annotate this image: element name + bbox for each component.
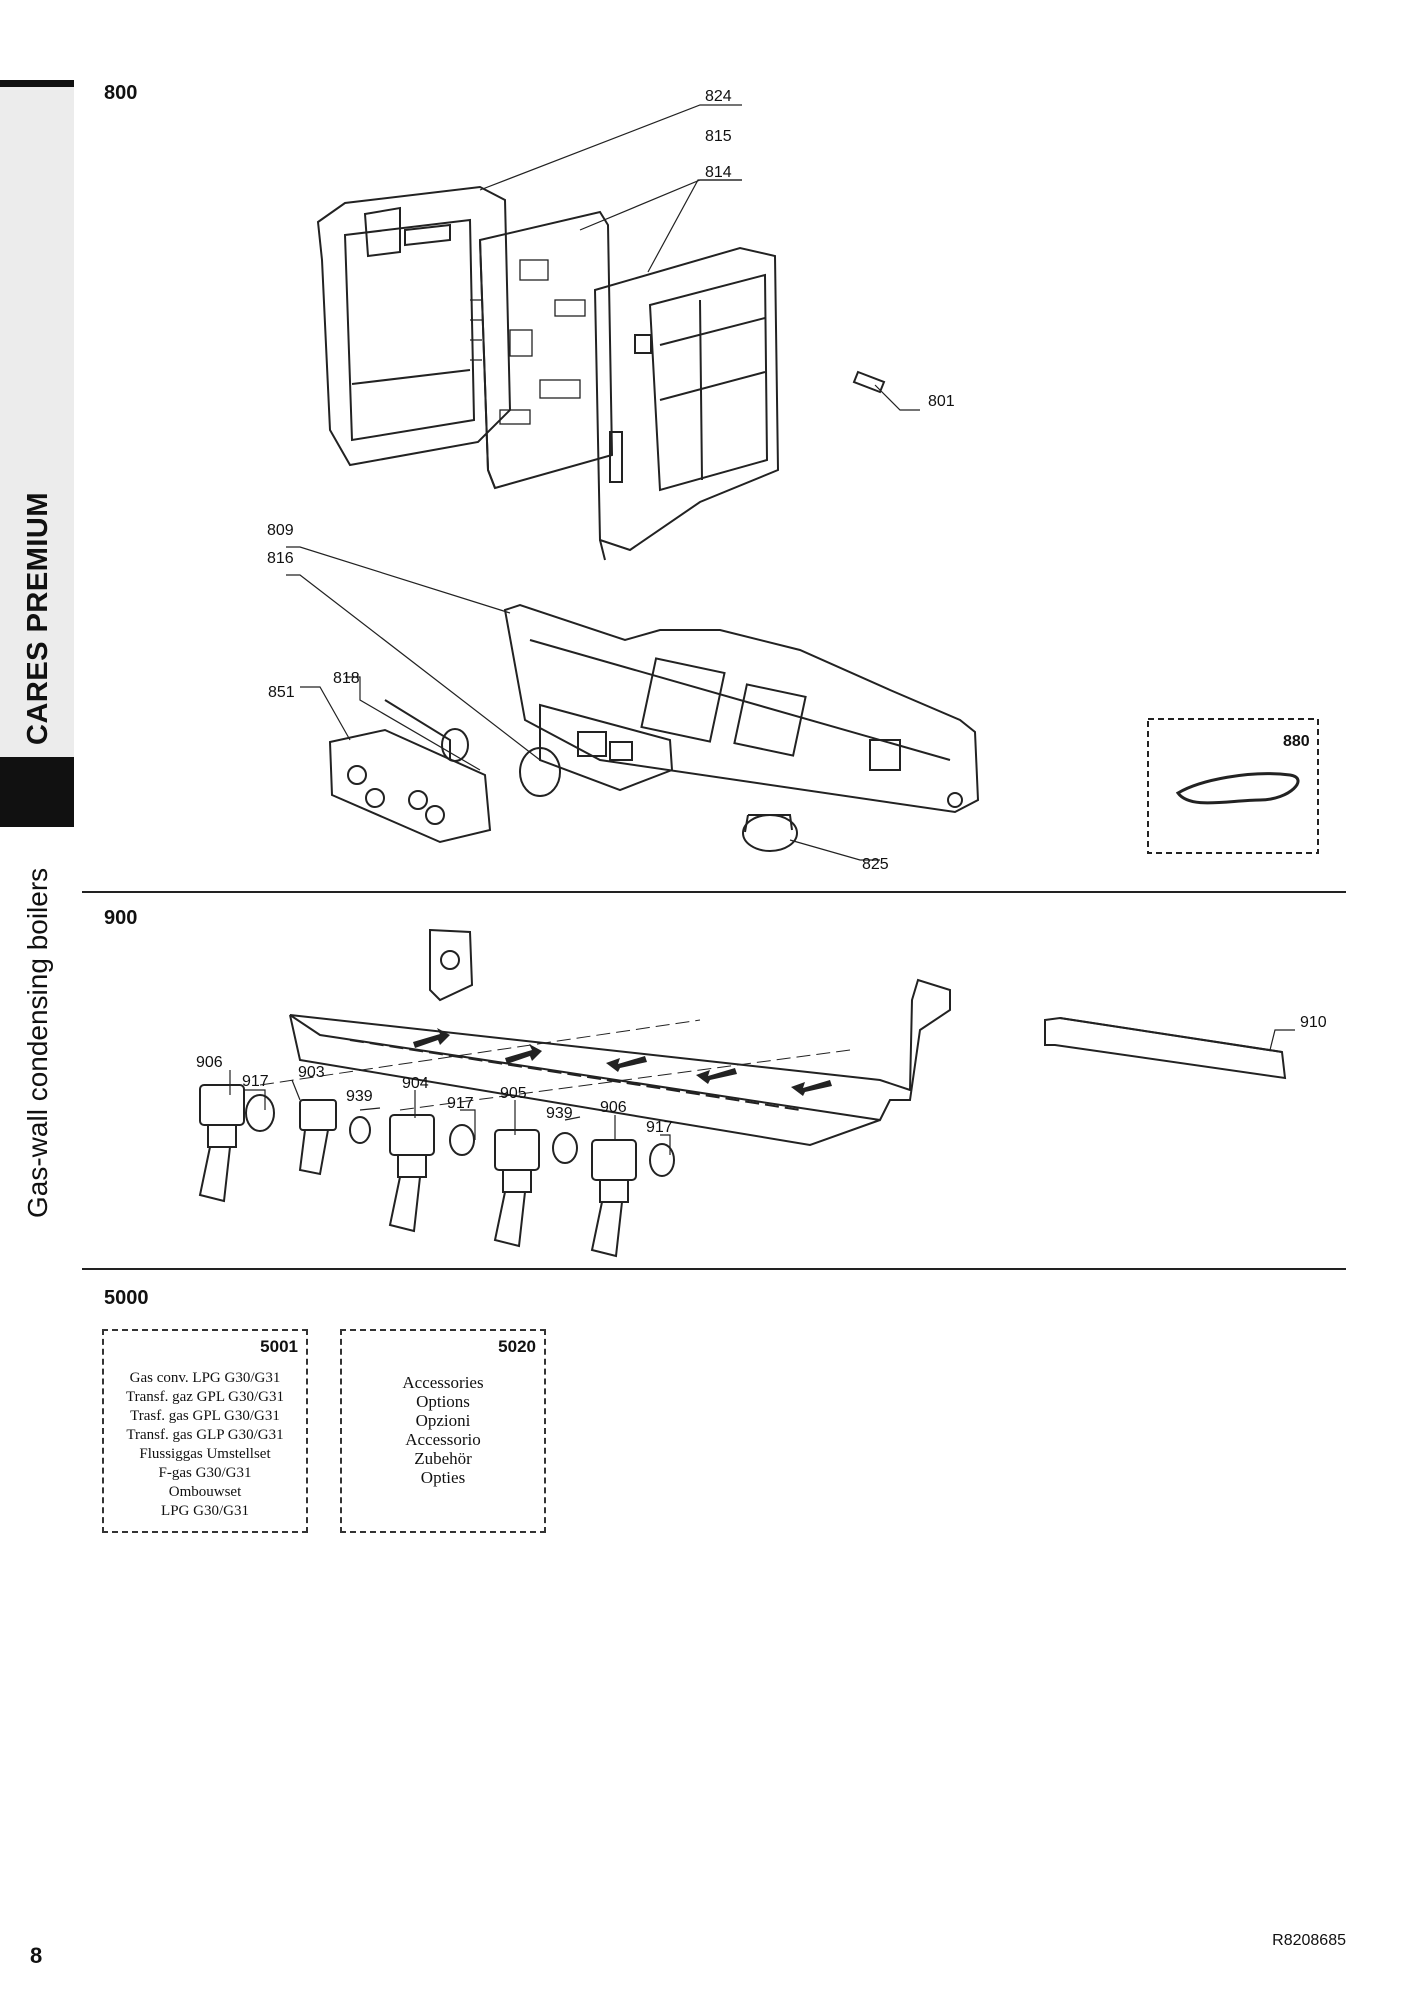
- callout-825: 825: [862, 856, 889, 873]
- kit-5001-line: Transf. gas GLP G30/G31: [126, 1427, 284, 1443]
- circuit-board-drawing: [470, 210, 614, 490]
- callout-903: 903: [298, 1064, 325, 1081]
- kit-5001-line: Gas conv. LPG G30/G31: [129, 1370, 281, 1386]
- housing-back-drawing: [316, 185, 512, 467]
- flow-arrows: [413, 1028, 832, 1096]
- kit-5020-line: Accessories: [402, 1373, 484, 1392]
- page-number: 8: [30, 1943, 43, 1968]
- kit-5020-line: Zubehör: [414, 1449, 472, 1468]
- callout-917-right: 917: [646, 1119, 673, 1136]
- sidebar-top-bar: [0, 80, 74, 87]
- kit-box-5001: 5001 Gas conv. LPG G30/G31 Transf. gaz G…: [102, 1329, 308, 1533]
- mounting-frame-drawing: [259, 928, 951, 1147]
- callout-910: 910: [1300, 1014, 1327, 1031]
- callout-818: 818: [333, 670, 360, 687]
- display-module-drawing: [539, 703, 674, 792]
- document-reference: R8208685: [1272, 1932, 1346, 1949]
- sidebar-black-block: [0, 757, 74, 827]
- kit-5001-line: Trasf. gas GPL G30/G31: [130, 1408, 280, 1424]
- callout-801: 801: [928, 393, 955, 410]
- callout-917-left: 917: [242, 1073, 269, 1090]
- callout-906-right: 906: [600, 1099, 627, 1116]
- kit-5001-line: Ombouwset: [168, 1484, 242, 1500]
- callout-814: 814: [705, 164, 732, 181]
- kit-code-5020: 5020: [498, 1337, 536, 1356]
- kit-5001-line: F-gas G30/G31: [158, 1465, 252, 1481]
- callout-905: 905: [500, 1085, 527, 1102]
- callout-851: 851: [268, 684, 295, 701]
- section-900-heading: 900: [104, 907, 138, 929]
- kit-box-5020: 5020 Accessories Options Opzioni Accesso…: [340, 1329, 546, 1533]
- knob-drawing: [742, 814, 798, 852]
- callout-906-left: 906: [196, 1054, 223, 1071]
- callout-816: 816: [267, 550, 294, 567]
- kit-5020-line: Options: [416, 1392, 470, 1411]
- divider-900-5000: [82, 1268, 1346, 1270]
- callout-880: 880: [1283, 733, 1310, 750]
- kit-5001-line: LPG G30/G31: [161, 1503, 249, 1519]
- kit-5001-line: Transf. gaz GPL G30/G31: [125, 1389, 285, 1405]
- rail-910-drawing: [1044, 1016, 1287, 1080]
- fuse-drawing: [852, 370, 886, 394]
- terminal-block-drawing: [328, 699, 561, 844]
- callout-904: 904: [402, 1075, 429, 1092]
- callout-824: 824: [705, 88, 732, 105]
- callout-939-left: 939: [346, 1088, 373, 1105]
- kit-lines-5020: Accessories Options Opzioni Accessorio Z…: [342, 1373, 544, 1487]
- control-panel-frame-drawing: [503, 603, 980, 814]
- kit-code-5001: 5001: [260, 1337, 298, 1356]
- section-5000-heading: 5000: [104, 1287, 149, 1309]
- front-cover-drawing: [593, 246, 780, 561]
- section-800-heading: 800: [104, 82, 138, 104]
- kit-5020-line: Opzioni: [415, 1411, 471, 1430]
- divider-800-900: [82, 891, 1346, 893]
- kit-lines-5001: Gas conv. LPG G30/G31 Transf. gaz GPL G3…: [104, 1369, 306, 1521]
- callout-939-right: 939: [546, 1105, 573, 1122]
- box-880-border: [1147, 718, 1319, 854]
- callout-815: 815: [705, 128, 732, 145]
- callout-917-mid: 917: [447, 1095, 474, 1112]
- sidebar-gray-band: [0, 87, 74, 757]
- kit-5020-line: Accessorio: [405, 1430, 481, 1449]
- valve-drawings: [198, 1084, 675, 1258]
- kit-5020-line: Opties: [420, 1468, 466, 1487]
- callout-809: 809: [267, 522, 294, 539]
- exploded-parts-diagram: 824 815 814 801 809 816 818 851 825 880 …: [196, 88, 1327, 1258]
- kit-5001-line: Flussiggas Umstellset: [139, 1446, 271, 1462]
